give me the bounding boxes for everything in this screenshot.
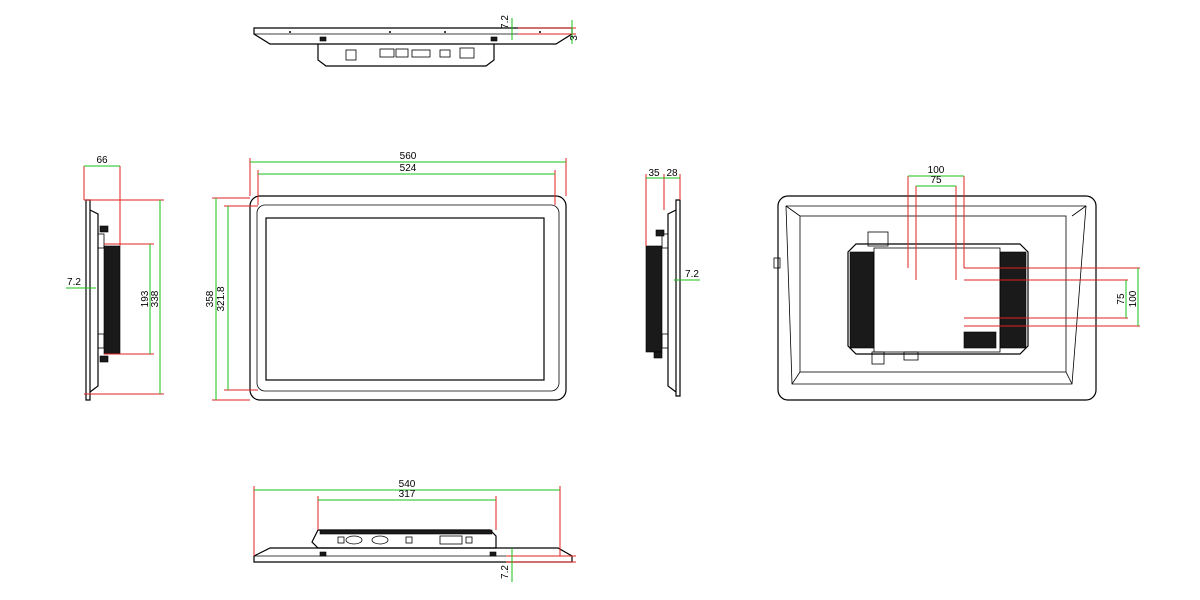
- rear-view-foot: [871, 351, 885, 365]
- top-view-port: [395, 48, 409, 58]
- top-view-screw: [289, 31, 291, 33]
- left-view-housing: [89, 209, 99, 393]
- dim-right-rear-depth: 28: [666, 168, 678, 179]
- top-view-port: [411, 49, 431, 58]
- dim-top-bezel-thickness: 7.2: [500, 15, 511, 29]
- dim-left-bezel: 7.2: [67, 277, 81, 288]
- rear-view-heatsink-left: [849, 251, 875, 349]
- right-view-bezel: [675, 199, 681, 397]
- dim-rear-vesa-outer-h: 100: [928, 165, 945, 176]
- top-view: 7.2 3: [253, 15, 580, 67]
- dim-left-depth: 66: [96, 155, 108, 166]
- bottom-view-screw-slot: [489, 551, 497, 557]
- bottom-view-port: [439, 535, 463, 545]
- rear-view-bevel-line: [791, 371, 801, 385]
- right-view-bracket: [661, 333, 669, 349]
- dim-rear-vesa-inner-v: 75: [1116, 293, 1127, 305]
- dim-front-active-height: 321.8: [216, 286, 227, 311]
- left-view-bracket: [97, 233, 105, 249]
- dim-left-box-height: 193: [140, 290, 151, 307]
- right-view-heatsink: [645, 245, 663, 353]
- left-view-bracket: [97, 333, 105, 349]
- dim-bottom-bezel-thickness: 7.2: [500, 565, 511, 579]
- rear-view-bevel-line: [1065, 371, 1073, 385]
- front-view: 560 524 358 321.8: [205, 151, 567, 401]
- dim-bottom-overall-width: 540: [399, 479, 416, 490]
- bottom-view-bezel: [253, 547, 573, 563]
- bottom-view-screw-slot: [319, 551, 327, 557]
- rear-view: 100 75 75 100: [773, 165, 1140, 401]
- bottom-view-port: [405, 536, 413, 544]
- rear-view-side-port: [773, 257, 781, 269]
- bottom-view-db-port: [345, 535, 363, 545]
- top-view-port: [319, 36, 327, 42]
- rear-view-bevel-line: [785, 205, 801, 217]
- left-view-port: [99, 355, 109, 363]
- top-view-port: [490, 36, 498, 42]
- rear-view-outline: [777, 195, 1097, 401]
- rear-view-antenna-mount: [867, 231, 889, 247]
- bottom-view-fins: [319, 529, 493, 535]
- top-view-bezel-outline: [253, 27, 573, 45]
- dim-right-bezel: 7.2: [685, 269, 699, 280]
- rear-view-foot: [903, 351, 919, 361]
- left-view-port: [99, 225, 109, 233]
- dim-top-step: 3: [569, 35, 580, 41]
- dim-right-box-depth: 35: [648, 168, 660, 179]
- top-view-port: [459, 47, 475, 59]
- top-view-port: [345, 49, 357, 61]
- left-view-bezel: [85, 199, 91, 401]
- dim-left-overall-height: 338: [150, 290, 161, 307]
- rear-view-inner-panel: [785, 205, 1087, 385]
- top-view-screw: [539, 31, 541, 33]
- right-view-bracket: [661, 233, 669, 249]
- front-view-bezel-outer: [249, 195, 567, 401]
- bottom-view-port: [337, 536, 345, 544]
- bottom-view-db-port: [371, 535, 389, 545]
- dim-front-overall-height: 358: [205, 290, 216, 307]
- rear-view-heatsink-right: [999, 251, 1027, 349]
- dim-front-overall-width: 560: [400, 151, 417, 162]
- front-view-bezel-inner: [256, 204, 560, 392]
- dim-bottom-box-width: 317: [399, 489, 416, 500]
- top-view-screw: [389, 31, 391, 33]
- bottom-view-port: [465, 536, 473, 544]
- dim-front-active-width: 524: [400, 163, 417, 174]
- left-side-view: 66 7.2 193 338: [66, 155, 164, 401]
- right-view-port: [655, 229, 665, 237]
- right-side-view: 35 28 7.2: [645, 168, 700, 397]
- dim-rear-vesa-outer-v: 100: [1128, 290, 1139, 307]
- rear-view-label-plate: [963, 331, 997, 349]
- top-view-box-outline: [317, 44, 495, 67]
- rear-view-recess: [799, 215, 1067, 373]
- top-view-port: [439, 49, 451, 58]
- front-view-screen: [265, 217, 545, 381]
- rear-view-center-plate: [873, 247, 1001, 353]
- right-view-housing: [667, 209, 677, 393]
- top-view-port: [379, 48, 395, 58]
- right-view-port: [653, 351, 663, 359]
- rear-view-bevel-line: [1071, 205, 1087, 217]
- bottom-view: 540 317 7.2: [253, 479, 576, 582]
- rear-view-box-outline: [847, 243, 1029, 355]
- left-view-heatsink: [103, 245, 121, 355]
- top-view-screw: [444, 31, 446, 33]
- dim-rear-vesa-inner-h: 75: [930, 175, 942, 186]
